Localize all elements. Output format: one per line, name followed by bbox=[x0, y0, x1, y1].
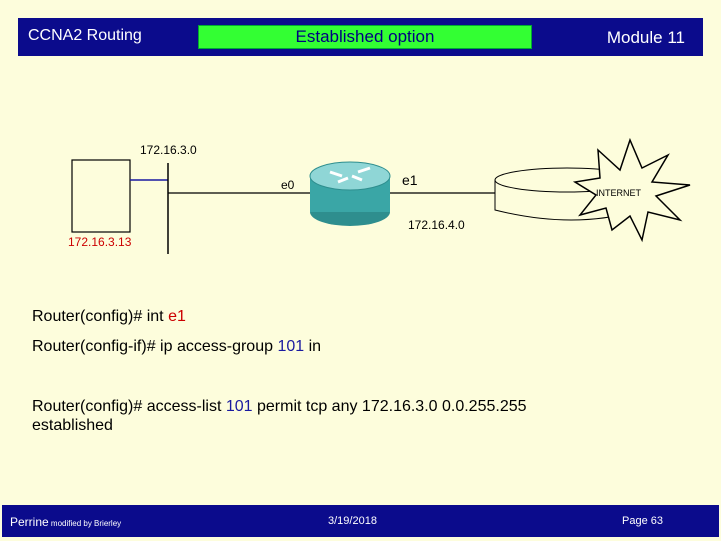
course-title: CCNA2 Routing bbox=[28, 27, 142, 44]
e1-interface-label: e1 bbox=[402, 172, 418, 188]
author-name: Perrine bbox=[10, 515, 49, 529]
command-3-suffix: permit tcp any 172.16.3.0 0.0.255.255 bbox=[252, 398, 527, 415]
command-3-acl: 101 bbox=[225, 398, 253, 415]
command-line-2: Router(config-if)# ip access-group 101 i… bbox=[32, 337, 321, 356]
command-line-1: Router(config)# int e1 bbox=[32, 307, 186, 326]
command-3-prefix: Router(config)# access-list bbox=[32, 398, 226, 415]
modified-by: modified by Brierley bbox=[48, 519, 122, 528]
command-3-continuation: established bbox=[32, 417, 113, 434]
module-label: Module 11 bbox=[606, 28, 685, 47]
command-line-3: Router(config)# access-list 101 permit t… bbox=[32, 397, 527, 435]
internet-starburst-icon bbox=[572, 137, 691, 243]
footer-banner: Perrine modified by Brierley 3/19/2018 P… bbox=[2, 505, 719, 537]
footer-date: 3/19/2018 bbox=[328, 515, 377, 527]
internet-label: INTERNET bbox=[596, 188, 641, 198]
slide-title: Established option bbox=[198, 25, 532, 49]
header-banner: CCNA2 Routing Established option Module … bbox=[18, 18, 703, 56]
command-2-suffix: in bbox=[304, 338, 322, 355]
wan-network-label: 172.16.4.0 bbox=[408, 218, 465, 232]
router-icon bbox=[309, 161, 391, 226]
page-number: Page 63 bbox=[622, 515, 663, 527]
command-2-prefix: Router(config-if)# ip access-group bbox=[32, 338, 278, 355]
host-ip-label: 172.16.3.13 bbox=[68, 235, 132, 249]
command-1-prefix: Router(config)# int bbox=[32, 308, 169, 325]
footer-author: Perrine modified by Brierley bbox=[10, 515, 121, 529]
command-1-iface: e1 bbox=[168, 308, 186, 325]
e0-interface-label: e0 bbox=[281, 178, 295, 192]
command-2-acl: 101 bbox=[277, 338, 305, 355]
lan-network-label: 172.16.3.0 bbox=[140, 143, 197, 157]
host-computer-icon bbox=[71, 159, 131, 233]
